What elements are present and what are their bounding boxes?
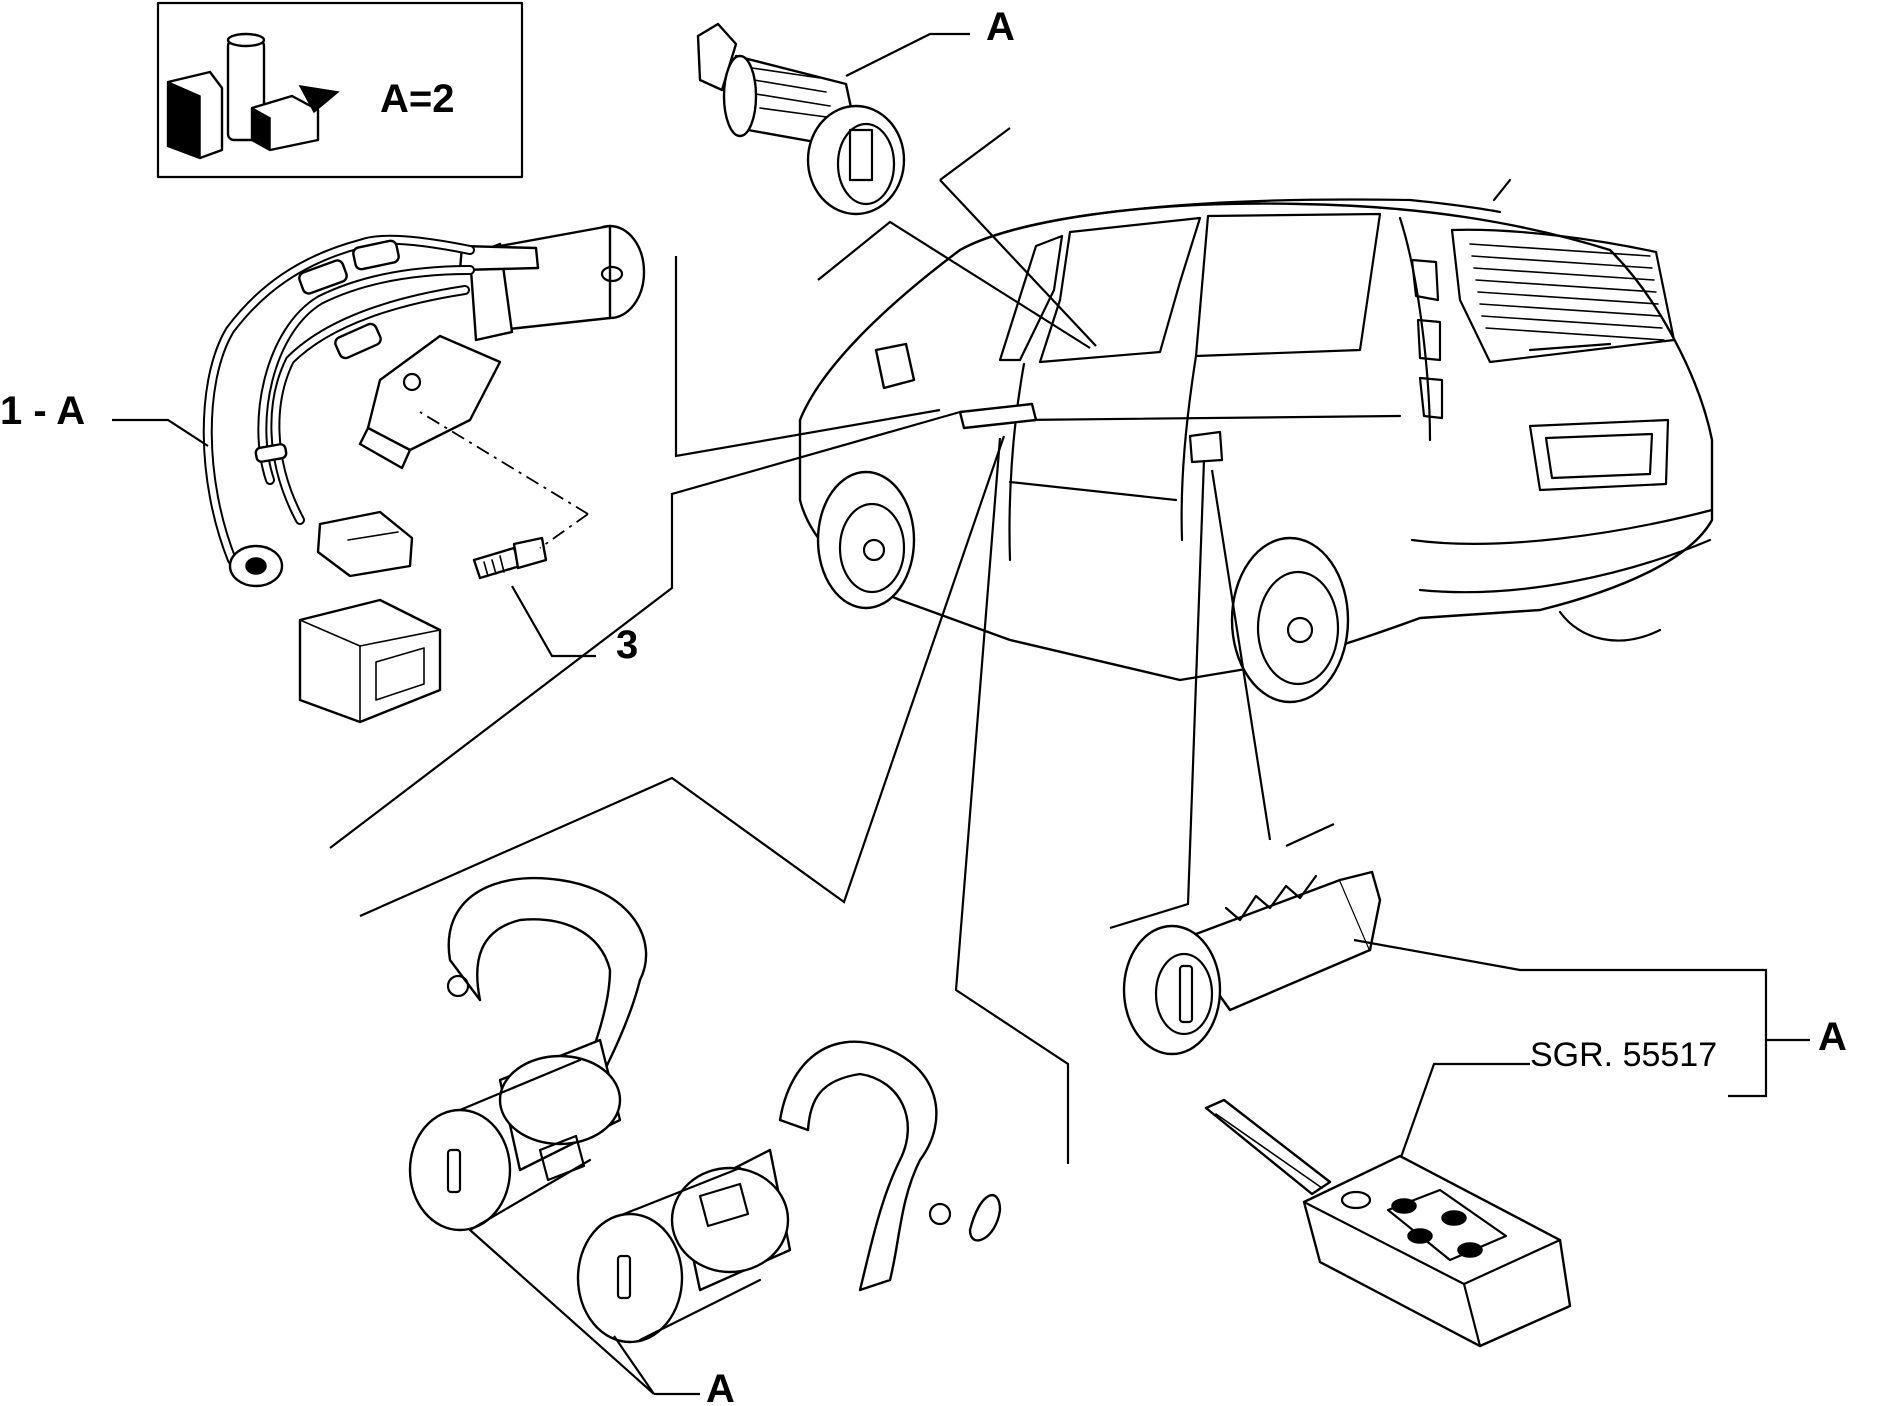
label-top-lock: A (986, 5, 1015, 49)
label-rear-lock: A (1818, 1015, 1847, 1059)
leader-part-3 (511, 585, 596, 658)
callout-top-lock-b (939, 127, 1097, 347)
leader-top-lock (845, 32, 970, 77)
leader-part-1 (112, 418, 209, 447)
callout-door-mid (359, 435, 1006, 918)
rear-lock-cylinder (1122, 870, 1382, 1056)
screw-part-3 (419, 411, 589, 580)
legend-box: A=2 (156, 1, 524, 179)
callout-rear-lock-a (1109, 459, 1206, 930)
callout-ignition (674, 256, 941, 458)
label-part-3: 3 (616, 623, 638, 667)
bracket-rear-lock (1353, 938, 1768, 1098)
screw-axis-line (539, 513, 589, 549)
ignition-switch-assembly (202, 224, 646, 724)
label-part-1: 1 - A (0, 389, 85, 433)
callout-rear-lock-b (1210, 469, 1335, 847)
legend-text: A=2 (380, 77, 455, 121)
fiat-parts-kit-icon (166, 32, 340, 160)
legend-frame (156, 1, 524, 179)
callout-door-left (329, 410, 961, 849)
label-door-locks: A (706, 1367, 735, 1406)
vehicle-minivan (798, 178, 1714, 704)
callout-top-lock-a (817, 220, 1091, 349)
callout-door-right (954, 437, 1070, 1164)
remote-key-fob (1204, 1098, 1572, 1348)
switch-axis-line (419, 411, 589, 515)
top-lock-cylinder (696, 22, 906, 216)
door-lock-left (408, 876, 648, 1232)
label-key-group: SGR. 55517 (1530, 1036, 1717, 1074)
door-lock-right (576, 1040, 1002, 1344)
leader-door-locks (469, 1229, 700, 1396)
leader-key-group (1398, 1062, 1530, 1161)
